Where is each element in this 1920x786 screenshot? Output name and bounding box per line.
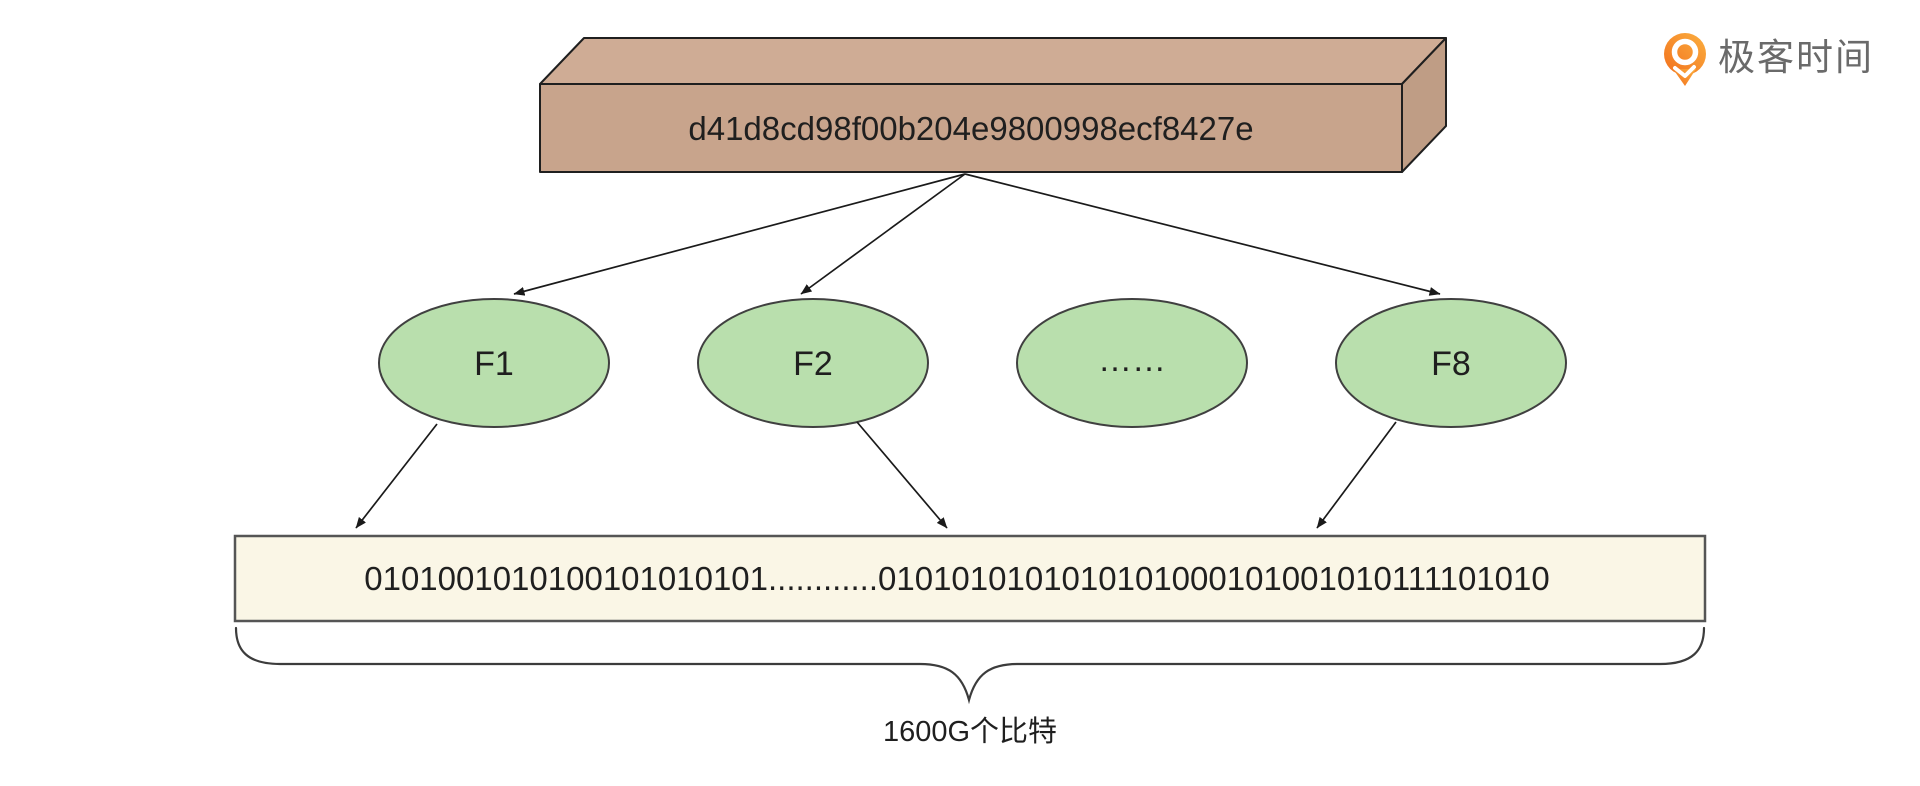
function-node-f1: [378, 298, 610, 428]
hash-box-top-face: [539, 37, 1447, 85]
function-node-f2-label: F2: [793, 345, 833, 383]
function-node-f8: [1335, 298, 1567, 428]
function-node-f2: [697, 298, 929, 428]
hash-value-label: d41d8cd98f00b204e9800998ecf8427e: [688, 110, 1253, 147]
arrow-f1-to-bits: [355, 423, 438, 529]
arrow-f8-to-bits: [1316, 421, 1397, 529]
function-node-f1-label: F1: [474, 345, 514, 383]
geektime-logo-text: 极客时间: [1718, 37, 1874, 78]
arrow-hash-to-f2: [800, 173, 966, 295]
arrow-hash-to-f1: [513, 173, 966, 296]
function-node-ellipsis-label: ……: [1098, 341, 1166, 379]
brace: [234, 626, 1706, 705]
geektime-logo: 极客时间: [1664, 33, 1874, 86]
hash-box-front-face: [539, 83, 1403, 173]
geektime-logo-icon: [1664, 33, 1706, 86]
function-node-f8-label: F8: [1431, 345, 1471, 383]
arrow-f2-to-bits: [856, 421, 948, 529]
bitstream-label: 0101001010100101010101............010101…: [364, 560, 1550, 597]
arrow-hash-to-f8: [964, 173, 1441, 296]
function-node-ellipsis: [1016, 298, 1248, 428]
bitstream-box: [233, 534, 1707, 623]
bit-count-caption: 1600G个比特: [883, 715, 1057, 748]
